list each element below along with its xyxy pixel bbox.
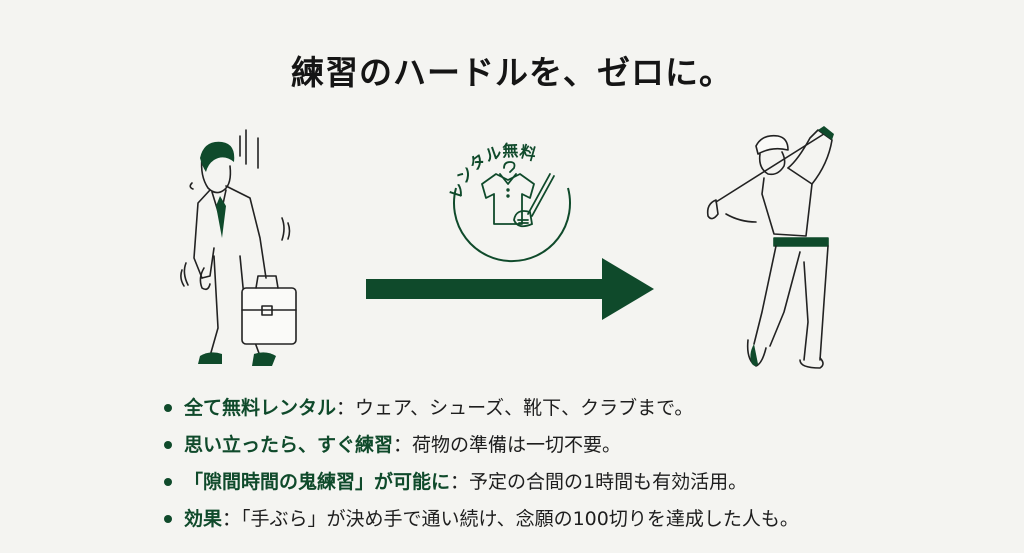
list-item-text: 「手ぶら」が決め手で通い続け、念願の100切りを達成した人も。 bbox=[241, 508, 799, 530]
rental-free-badge: レンタル無料 bbox=[446, 141, 571, 263]
list-item: 思い立ったら、すぐ練習：荷物の準備は一切不要。 bbox=[160, 431, 799, 468]
right-arrow-icon bbox=[366, 258, 654, 320]
list-item-highlight: 「隙間時間の鬼練習」が可能に bbox=[184, 471, 451, 493]
badge-label: レンタル無料 bbox=[446, 141, 538, 201]
bullet-icon bbox=[164, 404, 172, 412]
list-item: 全て無料レンタル：ウェア、シューズ、靴下、クラブまで。 bbox=[160, 394, 799, 431]
list-item-separator: ： bbox=[336, 397, 356, 419]
list-item: 効果：「手ぶら」が決め手で通い続け、念願の100切りを達成した人も。 bbox=[160, 505, 799, 542]
happy-golfer-illustration bbox=[706, 126, 834, 369]
page-title: 練習のハードルを、ゼロに。 bbox=[291, 53, 733, 92]
list-item-separator: ： bbox=[450, 471, 470, 493]
golf-club-icon bbox=[513, 173, 555, 228]
list-item-text: 荷物の準備は一切不要。 bbox=[412, 434, 622, 456]
list-item-separator: ： bbox=[222, 508, 242, 530]
list-item-highlight: 効果 bbox=[184, 508, 223, 530]
list-item-highlight: 全て無料レンタル bbox=[184, 397, 337, 419]
list-item-highlight: 思い立ったら、すぐ練習 bbox=[184, 434, 394, 456]
polo-shirt-icon bbox=[481, 161, 535, 225]
feature-list: 全て無料レンタル：ウェア、シューズ、靴下、クラブまで。 思い立ったら、すぐ練習：… bbox=[160, 394, 799, 542]
list-item-text: ウェア、シューズ、靴下、クラブまで。 bbox=[355, 397, 694, 419]
bullet-icon bbox=[164, 441, 172, 449]
bullet-icon bbox=[164, 478, 172, 486]
list-item-separator: ： bbox=[393, 434, 413, 456]
list-item-text: 予定の合間の1時間も有効活用。 bbox=[469, 471, 748, 493]
list-item: 「隙間時間の鬼練習」が可能に：予定の合間の1時間も有効活用。 bbox=[160, 468, 799, 505]
tired-businessman-illustration bbox=[180, 129, 297, 366]
bullet-icon bbox=[164, 515, 172, 523]
